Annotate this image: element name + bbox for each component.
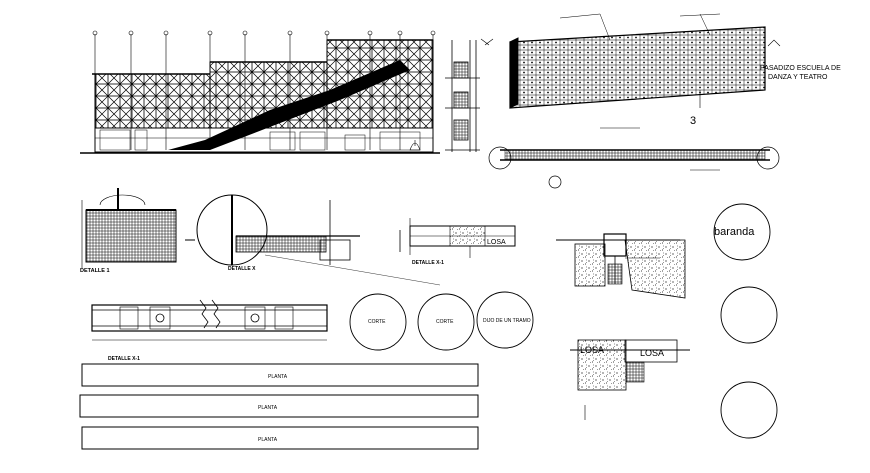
losa-label-3: LOSA [640, 348, 664, 358]
baranda-label: baranda [714, 226, 755, 238]
beam-detail-drawing [91, 299, 328, 341]
detalle-1-label: DETALLE 1 [80, 268, 110, 274]
slab-detail-upper [556, 233, 686, 299]
planta-strips [79, 363, 479, 450]
corte-label-1: CORTE [368, 319, 386, 325]
detalle-x-label: DETALLE X [228, 266, 256, 272]
corte-circles [349, 291, 534, 351]
pasadizo-label: PASADIZO ESCUELA DE [760, 65, 841, 72]
detalle-x1-small-label: DETALLE X-1 [412, 260, 444, 266]
detalle-1-drawing [81, 188, 195, 268]
corte-label-2: CORTE [436, 319, 454, 325]
lattice-facade-left [94, 73, 211, 129]
planta-label-2: PLANTA [258, 405, 278, 411]
planta-label-1: PLANTA [268, 374, 288, 380]
slab-detail-lower [570, 339, 690, 420]
reference-number-3: 3 [690, 115, 696, 127]
detalle-x1-small-drawing [399, 218, 516, 258]
stair-ramp [168, 60, 410, 150]
lattice-facade-right [326, 39, 434, 129]
side-section [445, 38, 494, 152]
railing-section [488, 127, 780, 189]
building-elevation [80, 30, 440, 154]
detalle-x1-beam-label: DETALLE X-1 [108, 356, 140, 362]
losa-label-1: LOSA [487, 239, 506, 246]
losa-label-2: LOSA [580, 345, 604, 355]
detalle-x-drawing [196, 194, 441, 286]
baranda-circles [713, 203, 778, 439]
dijo-tramo-label: DIJO DE UN TRAMO [483, 318, 531, 324]
planta-label-3: PLANTA [258, 437, 278, 443]
danza-label: DANZA Y TEATRO [768, 74, 828, 81]
pasadizo-elevation [509, 13, 781, 109]
